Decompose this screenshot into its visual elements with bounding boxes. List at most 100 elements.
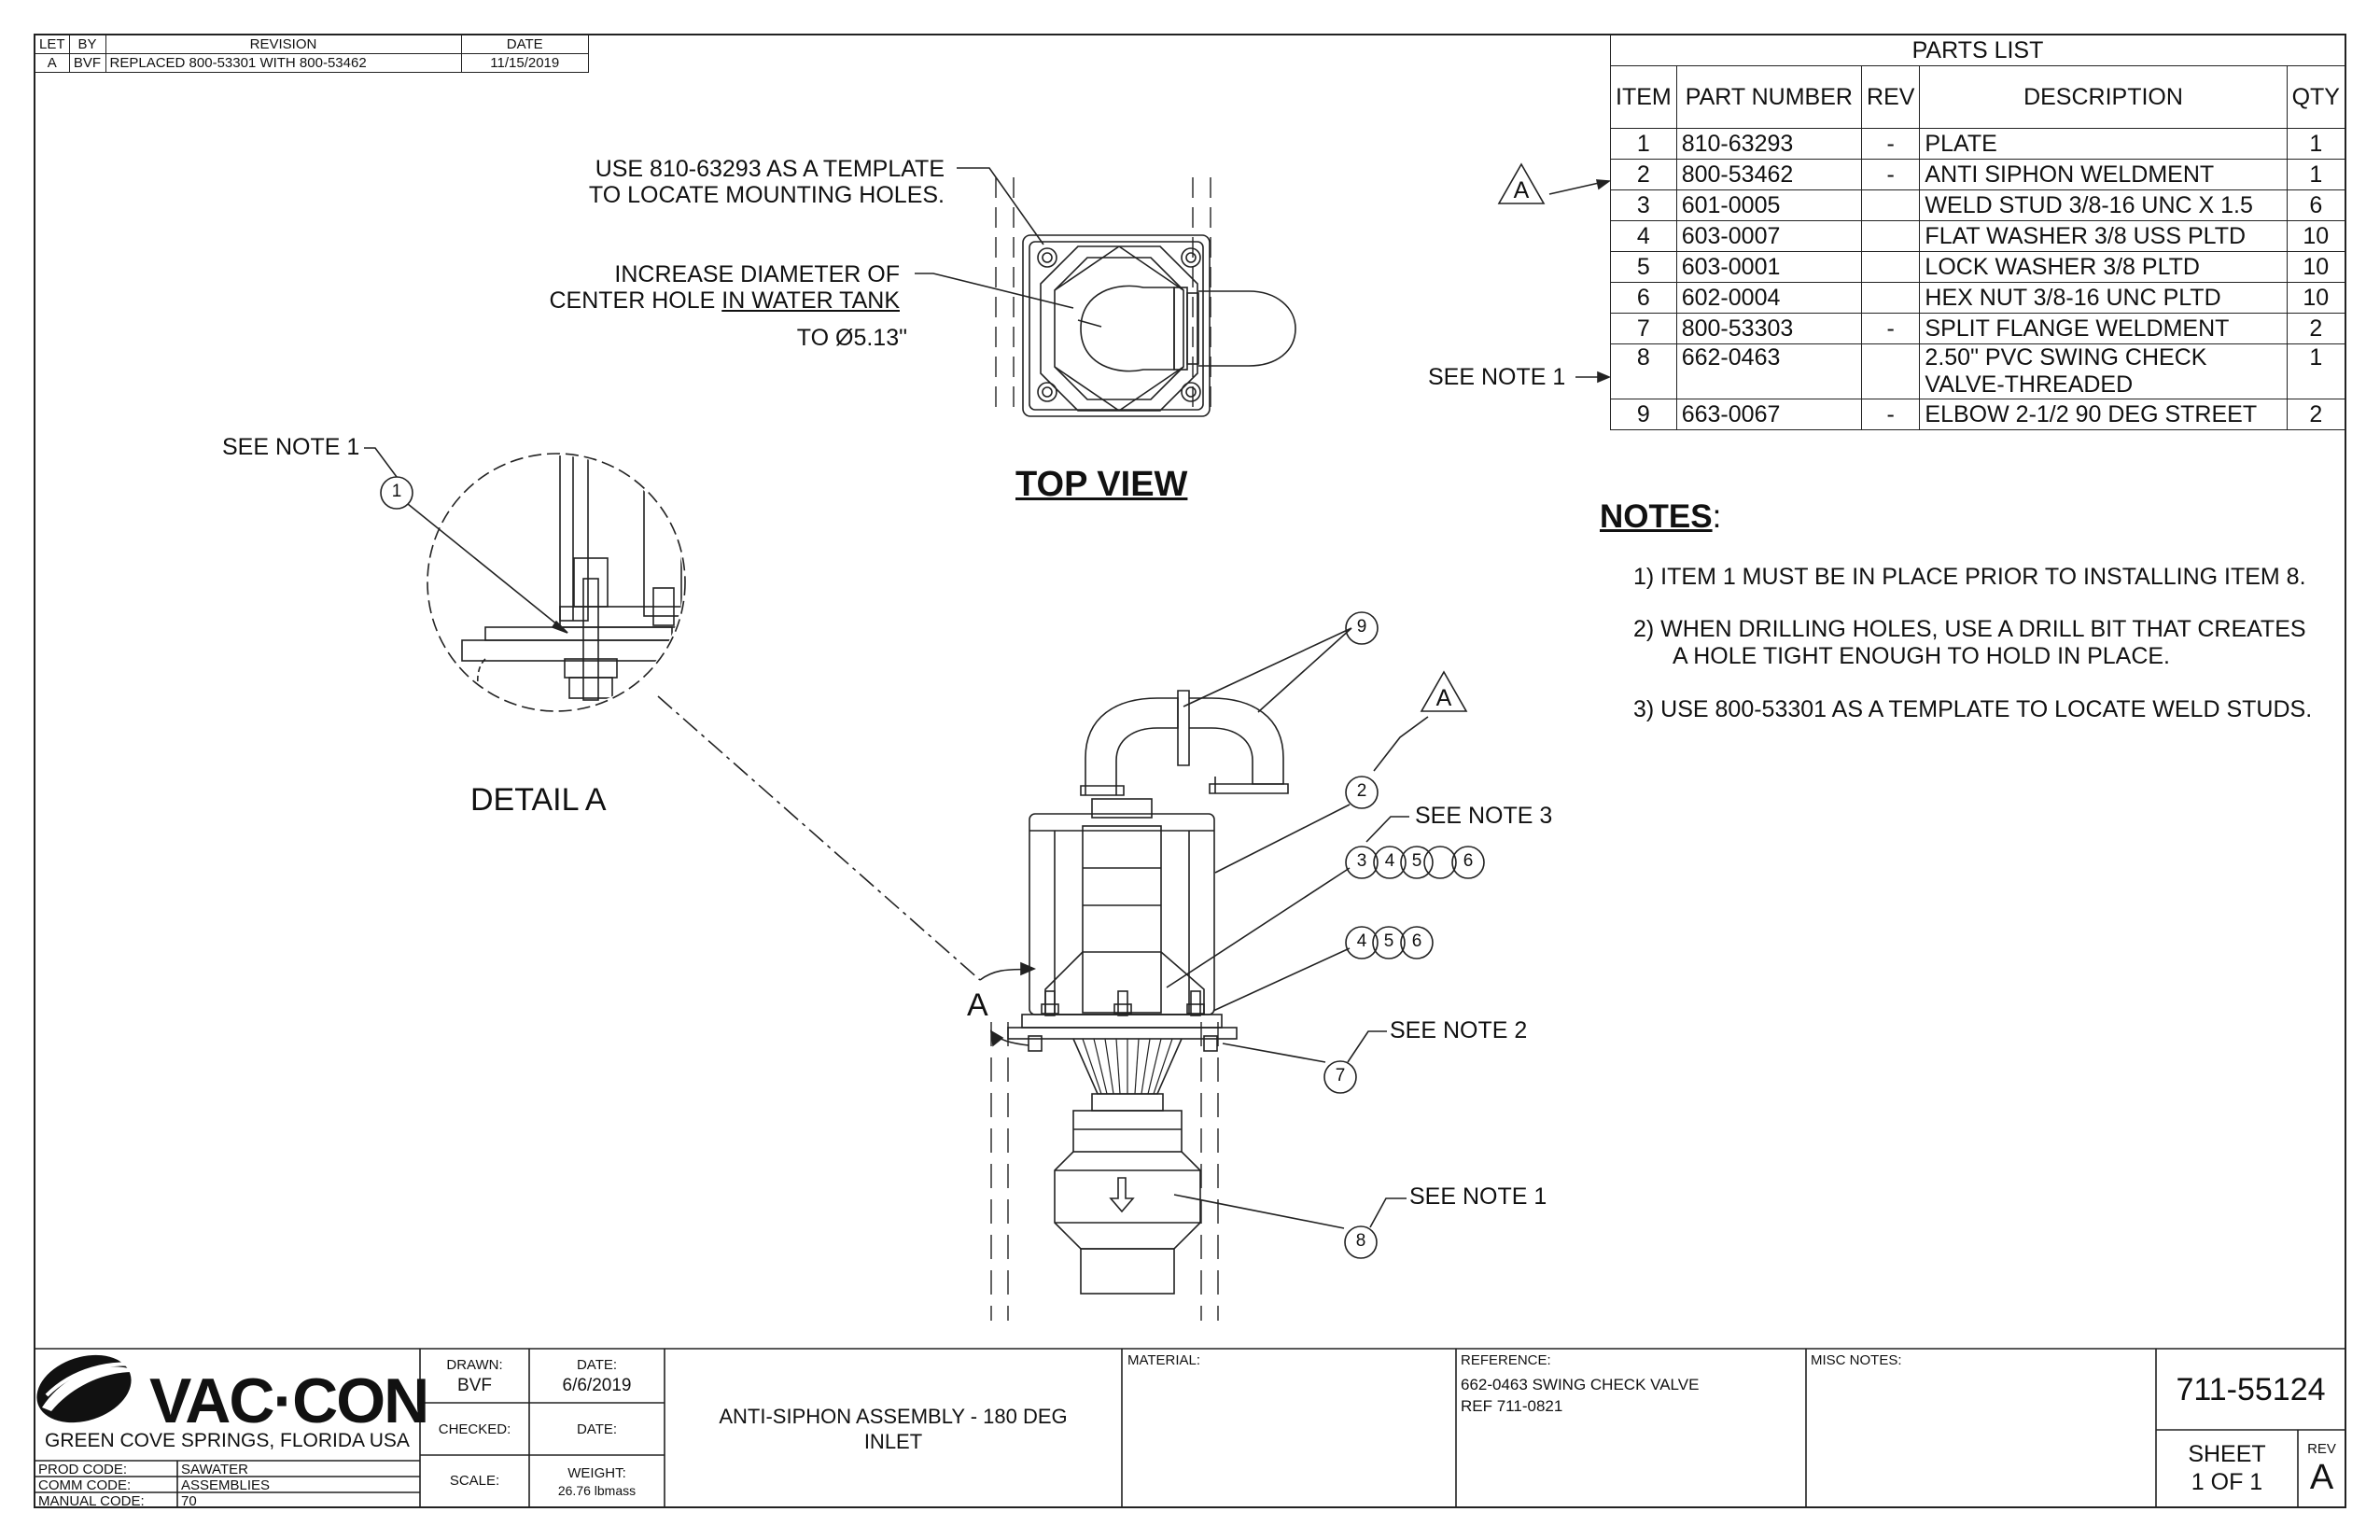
part-number: 603-0001 [1675, 251, 1863, 283]
part-description: SPLIT FLANGE WELDMENT [1919, 313, 2288, 344]
checked-label: CHECKED: [438, 1421, 511, 1437]
part-rev: - [1861, 159, 1921, 190]
part-qty: 6 [2286, 189, 2346, 221]
part-description-line-1: 2.50" PVC SWING CHECK [1925, 344, 2207, 371]
header-item: ITEM [1610, 65, 1677, 129]
rev-value: A [2309, 1458, 2334, 1497]
manual-code-label: MANUAL CODE: [38, 1493, 145, 1509]
parts-list-table: PARTS LIST ITEM PART NUMBER REV DESCRIPT… [1610, 35, 2346, 430]
drawing-title-line-1: ANTI-SIPHON ASSEMBLY - 180 DEG [719, 1405, 1068, 1428]
company-location: GREEN COVE SPRINGS, FLORIDA USA [45, 1430, 410, 1451]
sheet-value: 1 OF 1 [2191, 1469, 2263, 1495]
diameter-note-line-2a: CENTER HOLE [549, 287, 722, 314]
part-description: ELBOW 2-1/2 90 DEG STREET [1919, 399, 2288, 430]
parts-list-header-row: ITEM PART NUMBER REV DESCRIPTION QTY [1610, 65, 2346, 129]
table-row: 3 601-0005 WELD STUD 3/8-16 UNC X 1.5 6 [1610, 189, 2346, 221]
item-number: 4 [1610, 220, 1677, 252]
part-rev [1861, 220, 1921, 252]
part-qty: 1 [2286, 128, 2346, 160]
part-rev: - [1861, 399, 1921, 430]
revision-header-by: BY [68, 35, 106, 54]
scale-label: SCALE: [449, 1473, 500, 1489]
part-number: 662-0463 [1675, 343, 1863, 399]
header-description: DESCRIPTION [1919, 65, 2288, 129]
manual-code-value: 70 [181, 1493, 197, 1509]
detail-see-note-1-label: SEE NOTE 1 [222, 434, 360, 460]
detail-a-drawing [364, 447, 1037, 1047]
title-block-lines [35, 1348, 2345, 1507]
table-row: 4 603-0007 FLAT WASHER 3/8 USS PLTD 10 [1610, 220, 2346, 252]
table-row: 7 800-53303 - SPLIT FLANGE WELDMENT 2 [1610, 313, 2346, 344]
reference-line-1: 662-0463 SWING CHECK VALVE [1461, 1376, 1700, 1393]
template-note-line-1: USE 810-63293 AS A TEMPLATE [595, 156, 945, 182]
sheet-label: SHEET [2188, 1441, 2266, 1467]
revision-row: A BVF REPLACED 800-53301 WITH 800-53462 … [35, 53, 590, 73]
revision-header-date: DATE [460, 35, 590, 54]
part-description: PLATE [1919, 128, 2288, 160]
item-number: 9 [1610, 399, 1677, 430]
comm-code-label: COMM CODE: [38, 1477, 132, 1493]
part-qty: 1 [2286, 343, 2346, 399]
reference-line-2: REF 711-0821 [1461, 1397, 1563, 1415]
drawn-by: BVF [457, 1376, 492, 1395]
see-note-1-assembly-label: SEE NOTE 1 [1409, 1183, 1547, 1210]
item-number: 1 [1610, 128, 1677, 160]
revision-description: REPLACED 800-53301 WITH 800-53462 [105, 53, 462, 73]
balloon-4b: 4 [1356, 931, 1367, 951]
parts-list-title: PARTS LIST [1610, 35, 2345, 66]
part-rev: - [1861, 128, 1921, 160]
assembly-drawing [990, 179, 1612, 1321]
revision-letter: A [35, 53, 70, 73]
revision-triangle-letter: A [1513, 177, 1530, 203]
diameter-note-line-3: TO Ø5.13" [796, 325, 907, 351]
revision-triangle-letter: A [1435, 685, 1452, 711]
revision-header-revision: REVISION [105, 35, 462, 54]
diameter-note-line-1: INCREASE DIAMETER OF [614, 261, 900, 287]
see-note-1-label: SEE NOTE 1 [1428, 364, 1566, 390]
balloon-5b: 5 [1383, 931, 1394, 951]
part-rev [1861, 343, 1921, 399]
diameter-note-line-2: CENTER HOLE IN WATER TANK [504, 287, 900, 315]
table-row: 5 603-0001 LOCK WASHER 3/8 PLTD 10 [1610, 251, 2346, 283]
part-number: 800-53303 [1675, 313, 1863, 344]
part-qty: 10 [2286, 282, 2346, 314]
table-row: 9 663-0067 - ELBOW 2-1/2 90 DEG STREET 2 [1610, 399, 2346, 430]
part-description: ANTI SIPHON WELDMENT [1919, 159, 2288, 190]
drawn-date: 6/6/2019 [562, 1376, 632, 1395]
balloon-3: 3 [1356, 851, 1367, 871]
part-rev [1861, 282, 1921, 314]
weight-label: WEIGHT: [567, 1465, 626, 1481]
note-3: 3) USE 800-53301 AS A TEMPLATE TO LOCATE… [1633, 696, 2313, 722]
item-number: 3 [1610, 189, 1677, 221]
notes-heading: NOTES: [1600, 498, 1721, 536]
table-row: 6 602-0004 HEX NUT 3/8-16 UNC PLTD 10 [1610, 282, 2346, 314]
revision-header-row: LET BY REVISION DATE [35, 35, 590, 54]
diameter-note-line-2b: IN WATER TANK [721, 287, 900, 314]
top-view-title: TOP VIEW [1015, 465, 1188, 504]
part-rev [1861, 251, 1921, 283]
part-description: LOCK WASHER 3/8 PLTD [1919, 251, 2288, 283]
header-part-number: PART NUMBER [1675, 65, 1863, 129]
detail-a-title: DETAIL A [470, 782, 607, 818]
reference-label: REFERENCE: [1461, 1352, 1551, 1368]
misc-notes-label: MISC NOTES: [1811, 1352, 1902, 1368]
part-rev: - [1861, 313, 1921, 344]
note-1: 1) ITEM 1 MUST BE IN PLACE PRIOR TO INST… [1633, 564, 2306, 590]
company-logo-text: VAC·CON [149, 1365, 429, 1436]
balloon-9: 9 [1356, 617, 1367, 637]
sheet-border [34, 34, 2346, 1508]
vaccon-logo-mark [36, 1354, 140, 1423]
balloon-8: 8 [1355, 1231, 1366, 1251]
comm-code-value: ASSEMBLIES [181, 1477, 271, 1493]
part-qty: 10 [2286, 220, 2346, 252]
detail-balloon-1: 1 [391, 482, 402, 501]
part-number: 601-0005 [1675, 189, 1863, 221]
item-number: 7 [1610, 313, 1677, 344]
material-label: MATERIAL: [1127, 1352, 1201, 1368]
part-number: 663-0067 [1675, 399, 1863, 430]
part-qty: 2 [2286, 313, 2346, 344]
revision-header-let: LET [35, 35, 70, 54]
